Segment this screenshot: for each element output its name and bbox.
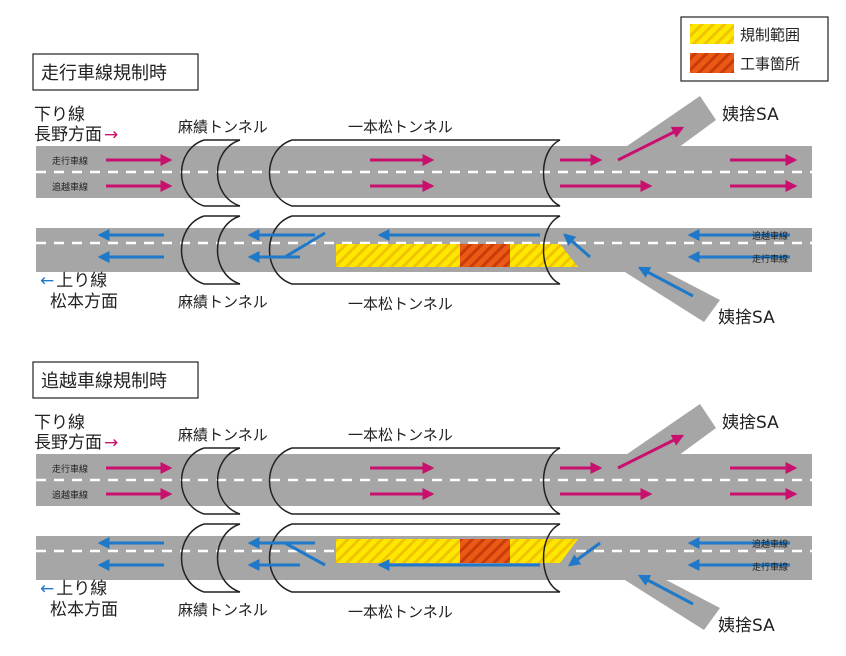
up-entry-arrow [637, 266, 694, 298]
down-direction-label: 下り線 [34, 413, 85, 433]
panel-passing-lane-regulation: 追越車線規制時下り線長野方面→←上り線松本方面麻績トンネル麻績トンネル一本松トン… [32, 361, 812, 636]
down-destination-text: 長野方面 [34, 433, 102, 453]
down-exit-arrow [617, 434, 685, 470]
legend-construction-swatch [690, 53, 734, 73]
up-direction-label: ←上り線 [40, 271, 107, 291]
construction-site [460, 539, 510, 563]
asaseki-tunnel-label-top: 麻績トンネル [178, 426, 268, 444]
ipponmatsu-tunnel-label-top: 一本松トンネル [348, 426, 453, 444]
legend-regulation-swatch [690, 24, 734, 44]
panel-travel-lane-regulation: 走行車線規制時下り線長野方面→←上り線松本方面麻績トンネル麻績トンネル一本松トン… [32, 53, 812, 328]
construction-site [460, 244, 510, 267]
down-destination-text: 長野方面 [34, 125, 102, 145]
down-direction-arrow: → [104, 433, 118, 453]
down-destination-label: 長野方面→ [34, 433, 118, 453]
lane-label-down-travel: 走行車線 [52, 463, 88, 475]
obasute-sa-label-top: 姨捨SA [722, 105, 779, 125]
panel-title-box [32, 361, 199, 399]
lane-label-up-travel: 走行車線 [752, 561, 788, 573]
up-return-line [284, 541, 326, 567]
down-destination-label: 長野方面→ [34, 125, 118, 145]
lane-label-down-passing: 追越車線 [52, 489, 88, 501]
asaseki-down-portal-west [180, 447, 205, 515]
sa-entry-ramp [590, 558, 720, 630]
asaseki-up-portal-west [180, 523, 205, 593]
regulation-zone [336, 539, 578, 563]
obasute-sa-label-top: 姨捨SA [722, 413, 779, 433]
up-destination-label: 松本方面 [50, 600, 118, 620]
asaseki-down-portal-west [180, 139, 205, 207]
obasute-sa-label-bottom: 姨捨SA [718, 308, 775, 328]
up-destination-label: 松本方面 [50, 292, 118, 312]
legend-construction-label: 工事箇所 [740, 55, 800, 73]
ipponmatsu-tunnel-label-bottom: 一本松トンネル [348, 603, 453, 621]
regulation-zone [336, 244, 578, 267]
lane-label-up-passing: 追越車線 [752, 230, 788, 242]
up-direction-text: 上り線 [56, 271, 107, 291]
panel-title: 追越車線規制時 [41, 371, 167, 392]
asaseki-up-portal-east [216, 523, 241, 593]
down-direction-label: 下り線 [34, 105, 85, 125]
lane-label-down-travel: 走行車線 [52, 155, 88, 167]
up-return-line [284, 231, 326, 259]
obasute-sa-label-bottom: 姨捨SA [718, 616, 775, 636]
asaseki-tunnel-label-top: 麻績トンネル [178, 118, 268, 136]
up-merge-arrow [563, 233, 591, 259]
down-exit-arrow [617, 126, 685, 162]
lane-label-up-travel: 走行車線 [752, 253, 788, 265]
up-direction-text: 上り線 [56, 579, 107, 599]
up-direction-label: ←上り線 [40, 579, 107, 599]
asaseki-up-portal-west [180, 215, 205, 285]
legend-regulation-label: 規制範囲 [740, 26, 800, 44]
asaseki-down-portal-east [216, 447, 241, 515]
ipponmatsu-tunnel-label-top: 一本松トンネル [348, 118, 453, 136]
ipponmatsu-down-tube [268, 447, 561, 515]
asaseki-up-portal-east [216, 215, 241, 285]
lane-label-down-passing: 追越車線 [52, 181, 88, 193]
lane-label-up-passing: 追越車線 [752, 538, 788, 550]
up-direction-arrow: ← [40, 579, 54, 599]
panel-title: 走行車線規制時 [41, 63, 167, 84]
legend: 規制範囲 工事箇所 [680, 16, 829, 82]
down-direction-arrow: → [104, 125, 118, 145]
up-entry-arrow [637, 574, 694, 606]
up-direction-arrow: ← [40, 271, 54, 291]
asaseki-down-portal-east [216, 139, 241, 207]
ipponmatsu-tunnel-label-bottom: 一本松トンネル [348, 295, 453, 313]
ipponmatsu-down-tube [268, 139, 561, 207]
asaseki-tunnel-label-bottom: 麻績トンネル [178, 293, 268, 311]
sa-entry-ramp [590, 250, 720, 322]
asaseki-tunnel-label-bottom: 麻績トンネル [178, 601, 268, 619]
panel-title-box [32, 53, 199, 91]
up-merge-arrow [568, 541, 601, 567]
